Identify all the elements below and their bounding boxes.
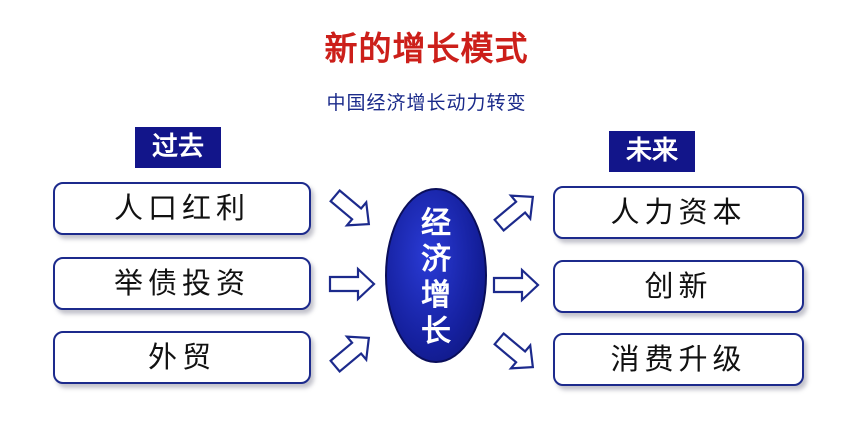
economic-growth-label: 经 济 增 长 bbox=[387, 206, 485, 350]
future-item-innovation: 创新 bbox=[553, 260, 804, 313]
arrow-in-bottom bbox=[324, 325, 380, 379]
arrow-out-middle bbox=[492, 268, 540, 302]
past-header: 过去 bbox=[135, 127, 221, 168]
diagram-subtitle: 中国经济增长动力转变 bbox=[326, 92, 527, 114]
economic-growth-ellipse: 经 济 增 长 bbox=[385, 188, 487, 363]
future-header: 未来 bbox=[609, 131, 695, 172]
growth-char-4: 长 bbox=[421, 314, 451, 349]
arrow-in-middle bbox=[328, 267, 376, 301]
past-item-foreign-trade: 外贸 bbox=[53, 331, 311, 384]
growth-char-3: 增 bbox=[421, 278, 451, 313]
arrow-out-top bbox=[488, 184, 544, 238]
arrow-out-bottom bbox=[488, 326, 544, 380]
past-item-population-dividend: 人口红利 bbox=[53, 182, 311, 235]
growth-char-1: 经 bbox=[421, 206, 451, 241]
arrow-in-top bbox=[324, 183, 380, 237]
diagram-title: 新的增长模式 bbox=[324, 29, 529, 68]
growth-char-2: 济 bbox=[421, 242, 451, 277]
past-item-debt-investment: 举债投资 bbox=[53, 257, 311, 310]
future-item-consumption-upgrade: 消费升级 bbox=[553, 333, 804, 386]
future-item-human-capital: 人力资本 bbox=[553, 186, 804, 239]
